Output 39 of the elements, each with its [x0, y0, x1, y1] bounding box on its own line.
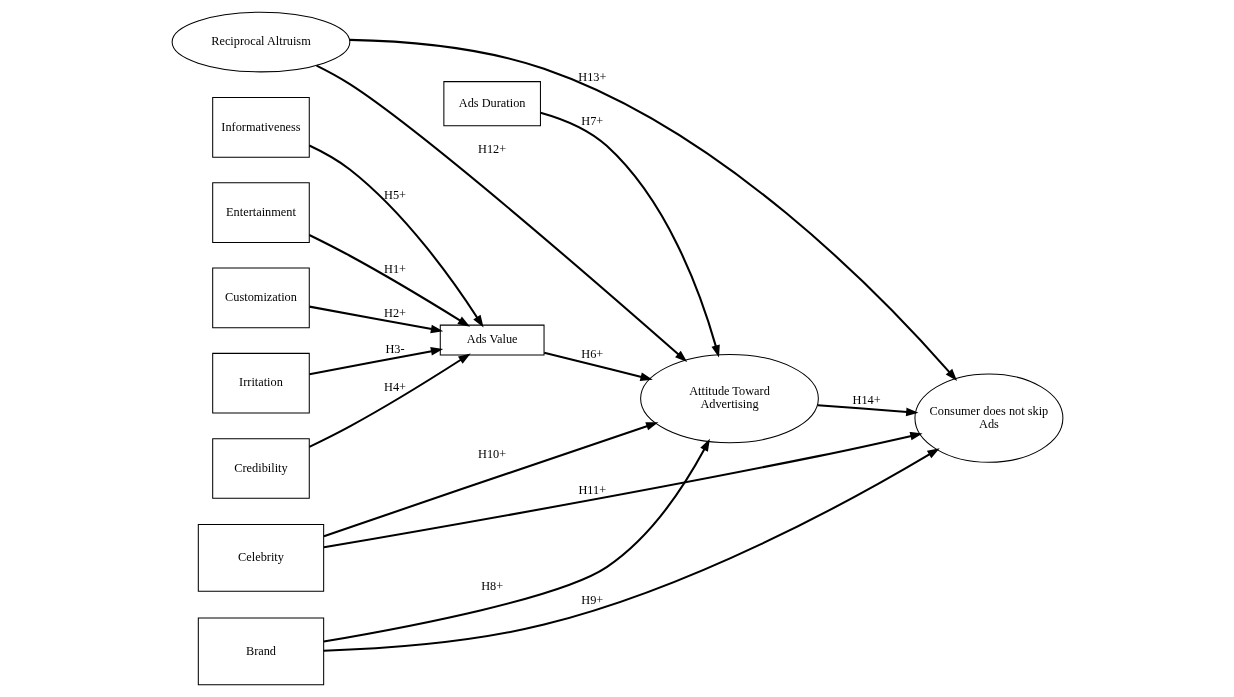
node-ellipse: Reciprocal Altruism — [171, 11, 350, 73]
edge-label: H9+ — [580, 592, 603, 607]
arrow — [308, 305, 443, 334]
edge-label: H2+ — [383, 306, 406, 321]
node-box: Celebrity — [197, 523, 324, 592]
edge-label: H11+ — [577, 482, 606, 497]
edge-label: H7+ — [580, 113, 603, 128]
arrow — [323, 422, 658, 538]
edge-label: H13+ — [577, 69, 606, 84]
edge-label: H4+ — [383, 379, 406, 394]
node-box: Credibility — [211, 438, 310, 499]
node-box: Customization — [211, 267, 310, 329]
arrow — [817, 404, 918, 417]
edge-label: H3- — [384, 341, 405, 356]
arrow — [315, 64, 687, 363]
node-box: Entertainment — [211, 182, 310, 243]
arrow — [323, 448, 940, 652]
node-box: Brand — [197, 617, 324, 686]
arrow — [308, 347, 443, 376]
arrow — [308, 353, 471, 448]
edge-label: H5+ — [383, 187, 406, 202]
edge-label: H1+ — [383, 261, 406, 276]
node-box: Informativeness — [211, 97, 310, 158]
edge-label: H8+ — [480, 579, 503, 594]
arrow — [323, 438, 710, 643]
node-box: Ads Value — [439, 324, 545, 356]
node-ellipse: Consumer does not skip Ads — [913, 373, 1063, 463]
edge-label: H14+ — [852, 393, 881, 408]
arrow — [543, 351, 653, 381]
node-box: Irritation — [211, 352, 310, 414]
arrow — [308, 234, 470, 327]
arrow — [349, 38, 957, 381]
edge-label: H10+ — [477, 446, 506, 461]
arrow — [539, 111, 720, 358]
node-box: Ads Duration — [442, 81, 541, 127]
edge-label: H6+ — [580, 347, 603, 362]
arrow — [308, 144, 484, 328]
arrow — [323, 431, 923, 549]
edge-label: H12+ — [477, 141, 506, 156]
